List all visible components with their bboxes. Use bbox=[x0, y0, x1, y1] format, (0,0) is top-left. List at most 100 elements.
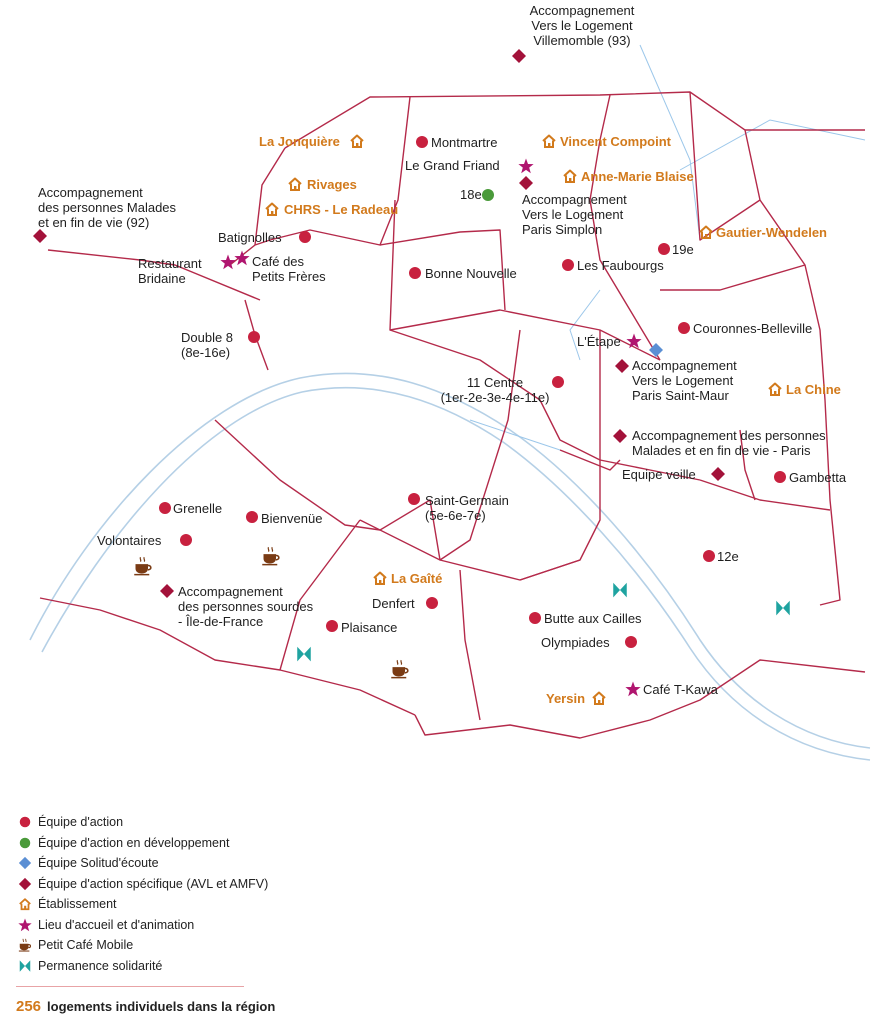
house-icon bbox=[262, 199, 282, 219]
green-dot-icon bbox=[478, 185, 498, 205]
housing-text: logements individuels dans la région bbox=[47, 999, 276, 1014]
place-label-dix9: 19e bbox=[672, 242, 694, 257]
red-dot-icon bbox=[176, 530, 196, 550]
house-icon bbox=[347, 131, 367, 151]
red-diamond-icon bbox=[509, 46, 529, 66]
bowtie-icon bbox=[16, 957, 34, 975]
coffee-cup-icon bbox=[261, 546, 281, 566]
red-dot-icon bbox=[558, 255, 578, 275]
place-label-line: Café des bbox=[252, 254, 305, 269]
red-dot-icon bbox=[412, 132, 432, 152]
place-label-line: des personnes sourdes bbox=[178, 599, 314, 614]
place-label-line: Villemomble (93) bbox=[533, 33, 631, 48]
bowtie-icon bbox=[610, 580, 630, 600]
place-label-line: Accompagnement bbox=[522, 192, 627, 207]
red-diamond-icon bbox=[30, 226, 50, 246]
red-dot-icon bbox=[654, 239, 674, 259]
place-label-grenelle: Grenelle bbox=[173, 501, 223, 516]
footer-divider bbox=[16, 986, 244, 987]
legend-label: Petit Café Mobile bbox=[38, 938, 134, 953]
legend-item-cafe: Petit Café Mobile bbox=[16, 935, 268, 956]
legend-label: Équipe d'action bbox=[38, 815, 124, 830]
coffee-cup-icon bbox=[390, 659, 410, 679]
map-legend: Équipe d'action Équipe d'action en dével… bbox=[16, 812, 268, 976]
place-label-gambetta: Gambetta bbox=[789, 470, 847, 485]
place-label-line: Accompagnement des personnes bbox=[632, 428, 826, 443]
place-label-vincent: Vincent Compoint bbox=[560, 134, 671, 149]
coffee-cup-icon bbox=[16, 936, 34, 954]
star-icon bbox=[16, 916, 34, 934]
place-label-onzecentre: 11 Centre(1er-2e-3e-4e-11e) bbox=[441, 375, 550, 405]
red-dot-icon bbox=[404, 489, 424, 509]
red-dot-icon bbox=[295, 227, 315, 247]
legend-item-accueil: Lieu d'accueil et d'animation bbox=[16, 915, 268, 936]
place-label-double8: Double 8(8e-16e) bbox=[181, 330, 233, 360]
place-label-volontaires: Volontaires bbox=[97, 533, 162, 548]
place-label-line: Paris Saint-Maur bbox=[632, 388, 729, 403]
arrondissement-boundaries bbox=[39, 91, 866, 739]
house-icon bbox=[539, 131, 559, 151]
place-label-line: des personnes Malades bbox=[38, 200, 177, 215]
place-label-line: et en fin de vie (92) bbox=[38, 215, 150, 230]
place-label-rivages: Rivages bbox=[307, 177, 357, 192]
place-label-tkawa: Café T-Kawa bbox=[643, 682, 718, 697]
place-label-jonquiere: La Jonquière bbox=[259, 134, 340, 149]
place-label-etape: L'Étape bbox=[577, 334, 621, 349]
red-dot-icon bbox=[244, 327, 264, 347]
place-label-line: (5e-6e-7e) bbox=[425, 508, 486, 523]
red-dot-icon bbox=[674, 318, 694, 338]
legend-item-permanence: Permanence solidarité bbox=[16, 956, 268, 977]
place-label-line: Accompagnement bbox=[178, 584, 283, 599]
legend-item-specifique: Équipe d'action spécifique (AVL et AMFV) bbox=[16, 874, 268, 895]
place-label-butte: Butte aux Cailles bbox=[544, 611, 642, 626]
place-label-line: Accompagnement bbox=[529, 3, 635, 18]
legend-label: Équipe d'action spécifique (AVL et AMFV) bbox=[38, 876, 269, 891]
place-label-line: Paris Simplon bbox=[522, 222, 603, 237]
blue-diamond-icon bbox=[646, 340, 666, 360]
star-icon bbox=[516, 156, 536, 176]
place-label-dix8: 18e bbox=[460, 187, 482, 202]
house-icon bbox=[696, 222, 716, 242]
coffee-cup-icon bbox=[133, 556, 153, 576]
legend-item-action: Équipe d'action bbox=[16, 812, 268, 833]
place-label-saintgermain: Saint-Germain(5e-6e-7e) bbox=[425, 493, 509, 523]
legend-item-solitudecoute: Équipe Solitud'écoute bbox=[16, 853, 268, 874]
place-label-line: Vers le Logement bbox=[531, 18, 633, 33]
red-dot-icon bbox=[405, 263, 425, 283]
place-label-gaite: La Gaîté bbox=[391, 571, 443, 586]
star-icon bbox=[623, 679, 643, 699]
red-dot-icon bbox=[699, 546, 719, 566]
place-label-line: Accompagnement bbox=[38, 185, 143, 200]
legend-label: Équipe Solitud'écoute bbox=[38, 856, 159, 871]
house-icon bbox=[16, 895, 34, 913]
red-diamond-icon bbox=[610, 426, 630, 446]
place-label-batignolles: Batignolles bbox=[218, 230, 282, 245]
place-label-olympiades: Olympiades bbox=[541, 635, 610, 650]
place-label-faubourgs: Les Faubourgs bbox=[577, 258, 664, 273]
place-label-grandfriand: Le Grand Friand bbox=[405, 158, 500, 173]
legend-label: Lieu d'accueil et d'animation bbox=[38, 917, 195, 932]
place-label-yersin: Yersin bbox=[546, 691, 586, 706]
red-dot-icon bbox=[322, 616, 342, 636]
blue-diamond-icon bbox=[16, 854, 34, 872]
red-diamond-icon bbox=[16, 875, 34, 893]
star-icon bbox=[232, 248, 252, 268]
place-label-line: Vers le Logement bbox=[522, 207, 624, 222]
legend-item-developpement: Équipe d'action en développement bbox=[16, 833, 268, 854]
place-label-montmartre: Montmartre bbox=[431, 135, 498, 150]
place-label-veille: Equipe veille bbox=[622, 467, 696, 482]
bowtie-icon bbox=[773, 598, 793, 618]
red-dot-icon bbox=[155, 498, 175, 518]
star-icon bbox=[218, 252, 238, 272]
legend-label: Équipe d'action en développement bbox=[38, 835, 230, 850]
place-label-annemarie: Anne-Marie Blaise bbox=[581, 169, 694, 184]
red-dot-icon bbox=[548, 372, 568, 392]
place-label-gautier: Gautier-Wendelen bbox=[716, 225, 828, 240]
place-label-line: Restaurant bbox=[138, 256, 202, 271]
